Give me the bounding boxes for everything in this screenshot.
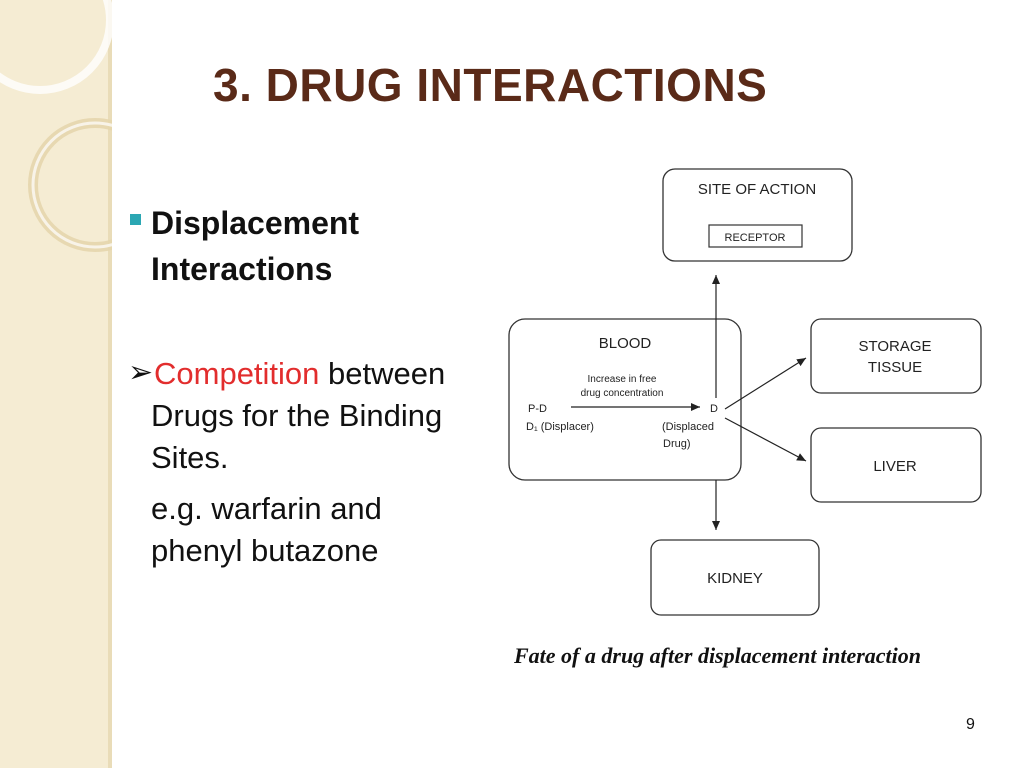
example-line2: phenyl butazone — [151, 533, 379, 568]
blood-label: BLOOD — [599, 335, 652, 352]
kidney-box — [650, 539, 820, 616]
example-line1: e.g. warfarin and — [151, 491, 382, 526]
bullet2-line1: Competition between — [154, 356, 445, 392]
bullet2-line3: Sites. — [151, 440, 229, 475]
arrow-bullet-icon: ➢ — [128, 355, 154, 390]
liver-box — [810, 427, 982, 503]
liver-label: LIVER — [873, 458, 917, 475]
page-number: 9 — [966, 716, 975, 733]
storage-line2: TISSUE — [868, 359, 922, 376]
increase-line1: Increase in free — [588, 374, 657, 385]
sidebar-edge — [108, 0, 112, 768]
bullet2-line1-rest: between — [319, 356, 446, 391]
arrow-to-storage — [724, 357, 807, 410]
displaced-line2: Drug) — [663, 438, 691, 450]
diagram-caption: Fate of a drug after displacement intera… — [514, 643, 921, 668]
increase-line2: drug concentration — [581, 388, 664, 399]
displacer-label: D₁ (Displacer) — [526, 421, 594, 433]
square-bullet-icon — [130, 214, 141, 225]
receptor-box — [708, 224, 803, 248]
decorative-circles — [0, 0, 112, 252]
storage-line1: STORAGE — [858, 338, 931, 355]
bullet2-line2: Drugs for the Binding — [151, 398, 443, 433]
slide-title: 3. DRUG INTERACTIONS — [213, 59, 768, 111]
site-of-action-label: SITE OF ACTION — [698, 181, 816, 198]
highlight-word: Competition — [154, 356, 320, 391]
pd-label: P-D — [528, 403, 547, 415]
arrow-to-liver — [724, 417, 807, 462]
displaced-line1: (Displaced — [662, 421, 714, 433]
kidney-label: KIDNEY — [707, 570, 763, 587]
d-label: D — [710, 403, 718, 415]
storage-tissue-box — [810, 318, 982, 394]
receptor-label: RECEPTOR — [725, 232, 786, 244]
bullet1-line1: Displacement — [151, 205, 360, 241]
bullet1-line2: Interactions — [151, 251, 333, 287]
